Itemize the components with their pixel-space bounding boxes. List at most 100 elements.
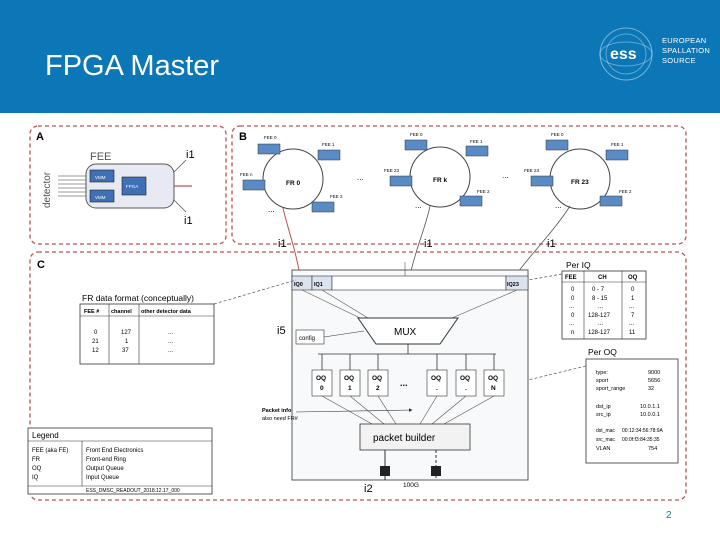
oq-dstmac-val: 00:12:34:56:78:9A <box>622 428 664 434</box>
oqn-box <box>483 369 505 397</box>
oq-row: OQ 0 OQ 1 OQ 2 ... OQ . OQ . OQ N <box>311 369 505 397</box>
legend-r3-val: Output Queue <box>86 466 124 472</box>
iq23-label: IQ23 <box>507 282 519 288</box>
iq-r2c1: 0 <box>571 296 575 302</box>
oq1-bottom: 1 <box>348 385 352 392</box>
oq4-top: OQ <box>460 375 470 382</box>
fr-row2-other: ... <box>168 339 173 345</box>
ring-fr23-fee2: FEE 2 <box>619 189 632 194</box>
vmm-chip-1-label: VMM <box>95 175 106 180</box>
oq-vlan-val: 754 <box>648 446 657 452</box>
packet-info-arrow <box>295 408 413 413</box>
oq2-top: OQ <box>372 375 382 382</box>
oq0-bottom: 0 <box>320 385 324 392</box>
oq-srcip-val: 10.0.0.1 <box>640 412 660 418</box>
oqn-top: OQ <box>488 375 498 382</box>
ring-fr0-label: FR 0 <box>286 180 300 187</box>
legend-r4-key: IQ <box>32 475 39 481</box>
oq4-box <box>455 369 477 397</box>
mux-block <box>357 317 459 345</box>
oq0-box <box>311 369 333 397</box>
logo-line: SOURCE <box>662 56 696 65</box>
config-to-mux <box>323 330 365 338</box>
packet-info-line-1: Packet info <box>262 408 292 414</box>
ring-ellipsis-4: ... <box>415 201 422 210</box>
iq-r6c2: 128-127 <box>588 330 611 336</box>
iq-r2c2: 8 - 15 <box>592 296 608 302</box>
per-iq-table: Per IQ FEE CH OQ 0 0 - 7 0 0 8 - 15 1 ..… <box>561 260 647 340</box>
fee-label: FEE <box>90 151 111 163</box>
ring-frk-fee2: FEE 2 <box>477 189 490 194</box>
legend-r1-val: Front End Electronics <box>86 448 143 454</box>
legend-title: Legend <box>32 431 59 440</box>
ring-frk-fee0: FEE 0 <box>410 132 423 137</box>
iq-r4c1: 0 <box>571 313 575 319</box>
oq-type-val: 9000 <box>648 370 660 376</box>
oq2-box <box>367 369 389 397</box>
iq-r1c1: 0 <box>571 287 575 293</box>
mux-label: MUX <box>394 327 417 338</box>
panel-a-i1-bottom: i1 <box>184 215 193 227</box>
iq-r3c1: ... <box>569 304 574 310</box>
ring-fr0-fee1: FEE 1 <box>322 142 335 147</box>
logo-mark: ess <box>610 46 637 63</box>
packet-builder-label: packet builder <box>373 433 436 444</box>
oq-drops <box>321 354 495 370</box>
iq-r3c2: ... <box>598 304 603 310</box>
ring-frk-fee1: FEE 1 <box>470 139 483 144</box>
legend-r3-key: OQ <box>32 466 42 472</box>
logo-wordmark: EUROPEAN SPALLATION SOURCE <box>662 36 710 66</box>
logo-line: EUROPEAN <box>662 36 707 45</box>
iq-r5c2: ... <box>598 321 603 327</box>
fr-format-title: FR data format (conceptually) <box>82 293 194 303</box>
panel-b-frame <box>231 125 687 245</box>
iq-r1c3: 0 <box>631 287 635 293</box>
iq-bank <box>331 275 507 291</box>
oq-srcip-key: src_ip <box>596 412 611 418</box>
fr-row1-ch: 127 <box>121 330 132 336</box>
oq-sportrange-val: 32 <box>648 386 654 392</box>
ring-frk-label: FR k <box>433 177 447 184</box>
fr-row1-other: ... <box>168 330 173 336</box>
iq-r4c2: 128-127 <box>588 313 611 319</box>
oqn-bottom: N <box>491 385 496 392</box>
ring-fr23: FR 23 FEE 0 FEE 1 FEE 23 FEE 2 <box>524 132 632 210</box>
slide-title: FPGA Master <box>45 50 220 82</box>
packet-builder-box <box>359 423 471 451</box>
per-iq-title: Per IQ <box>566 260 591 270</box>
oq4-bottom: . <box>465 385 467 392</box>
fr-row3-other: ... <box>168 348 173 354</box>
iq-r5c1: ... <box>569 321 574 327</box>
legend-r4-val: Input Queue <box>86 475 120 481</box>
fpga-chip <box>121 176 147 196</box>
panel-b-label: B <box>239 131 247 143</box>
fr-row1-fee: 0 <box>94 330 98 336</box>
ring-fr0-fee2: FEE 2 <box>330 194 343 199</box>
iq-header-oq: OQ <box>628 275 638 281</box>
panel-c-i1-right: i1 <box>547 238 556 250</box>
oq-dstmac-key: dst_mac <box>596 428 615 434</box>
vmm-chip-2-label: VMM <box>95 195 106 200</box>
ring-frk-fee23: FEE 23 <box>384 168 400 173</box>
panel-c-i1-mid: i1 <box>424 238 433 250</box>
oq-vlan-key: VLAN <box>596 446 610 452</box>
oq3-top: OQ <box>431 375 441 382</box>
link-fr0 <box>282 207 301 277</box>
ring-fr23-fee23: FEE 23 <box>524 168 540 173</box>
oq3-box <box>426 369 448 397</box>
oq-srcmac-val: 00:0f:f3:84:35:35 <box>622 437 660 443</box>
vmm-chip-1 <box>89 169 115 183</box>
ring-ellipsis-3: ... <box>268 205 275 214</box>
panel-a-label: A <box>36 131 44 143</box>
i2-label: i2 <box>364 483 373 495</box>
oq-sportrange-key: sport_range <box>596 386 625 392</box>
fr-row2-ch: 1 <box>125 339 129 345</box>
iq-r1c2: 0 - 7 <box>592 287 605 293</box>
per-oq-title: Per OQ <box>588 347 617 357</box>
ring-ellipsis-2: ... <box>502 171 509 180</box>
per-oq-table: Per OQ type: 9000 sport 5656 sport_range… <box>585 347 679 464</box>
oq-dstip-val: 10.0.1.1 <box>640 404 660 410</box>
iq0-label: IQ0 <box>294 282 303 288</box>
oq-to-builder-lines <box>321 395 495 425</box>
